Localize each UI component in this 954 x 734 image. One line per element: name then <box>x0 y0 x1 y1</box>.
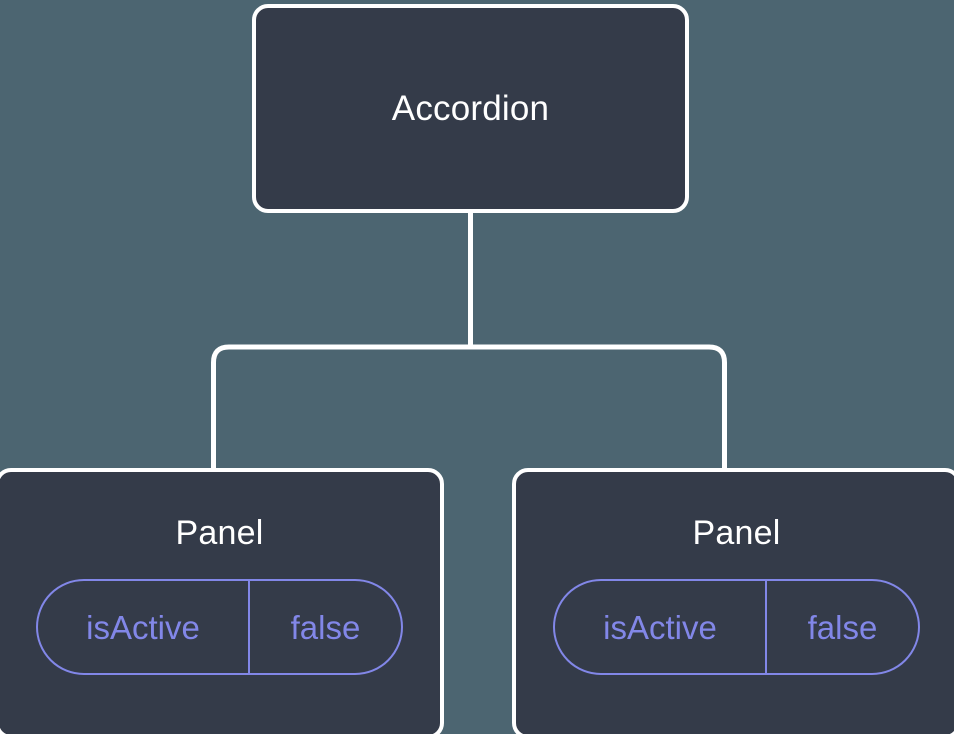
component-node-title: Panel <box>692 514 781 552</box>
connector-branch-right <box>470 344 727 470</box>
component-node-panel-1[interactable]: Panel isActive false <box>0 468 444 734</box>
prop-badge-isactive[interactable]: isActive false <box>36 579 403 675</box>
connector-branch-left <box>211 344 471 470</box>
node-title-row: Panel <box>0 516 440 550</box>
component-node-accordion[interactable]: Accordion <box>252 4 689 213</box>
component-node-title: Accordion <box>391 89 550 128</box>
prop-key: isActive <box>38 581 250 673</box>
prop-value: false <box>290 608 361 646</box>
component-node-panel-2[interactable]: Panel isActive false <box>512 468 954 734</box>
prop-key: isActive <box>555 581 767 673</box>
prop-badge-isactive[interactable]: isActive false <box>553 579 920 675</box>
node-title-row: Panel <box>516 516 954 550</box>
component-node-title: Panel <box>175 514 264 552</box>
prop-value: false <box>807 608 878 646</box>
